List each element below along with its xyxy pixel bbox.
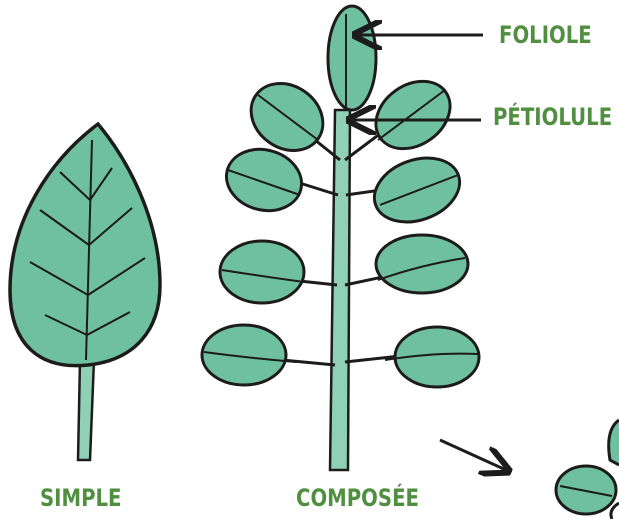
petiolule-label: PÉTIOLULE — [493, 105, 612, 129]
simple-leaf — [10, 124, 160, 460]
composee-label: COMPOSÉE — [296, 486, 419, 510]
simple-label: SIMPLE — [40, 486, 121, 510]
foliole-label: FOLIOLE — [499, 23, 592, 47]
leaflet-top-right — [363, 67, 463, 162]
partial-leaf-bottom-right — [556, 420, 619, 519]
leaflet-3-right — [376, 235, 468, 293]
terminal-leaflet — [328, 6, 376, 110]
leaflet-2-right — [365, 147, 468, 233]
leaflet-2-left — [220, 141, 309, 219]
compound-leaf — [202, 6, 479, 470]
leaflet-3-left — [220, 241, 304, 303]
arrow-bottom-right — [440, 440, 506, 470]
leaflet-4-right — [385, 327, 479, 387]
leaflet-4-left — [202, 325, 296, 385]
